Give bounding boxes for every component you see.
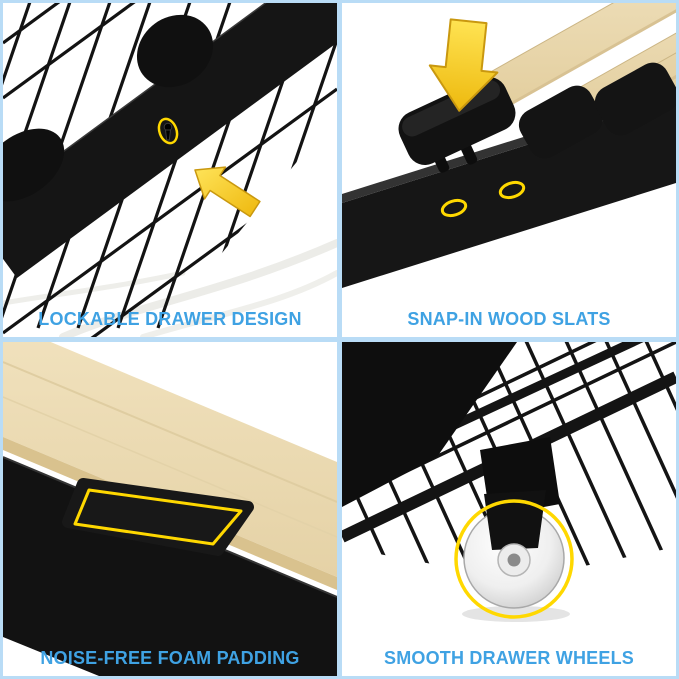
caption-drawer-wheels: SMOOTH DRAWER WHEELS — [384, 648, 634, 668]
foam-pad — [62, 478, 254, 556]
slat-end-cap — [594, 62, 676, 136]
caption-snap-in-slats: SNAP-IN WOOD SLATS — [407, 309, 611, 329]
caption-foam-padding: NOISE-FREE FOAM PADDING — [40, 648, 300, 668]
panel-lockable-drawer: LOCKABLE DRAWER DESIGN — [3, 3, 337, 337]
foam-pad-highlight — [73, 488, 243, 546]
rail-bracket — [3, 128, 65, 202]
wheel-highlight — [454, 499, 574, 619]
mattress-fabric — [3, 239, 337, 337]
slat-end-cap — [518, 85, 603, 159]
lockable-drawer-illustration — [3, 3, 337, 337]
caption-lockable-drawer: LOCKABLE DRAWER DESIGN — [38, 309, 302, 329]
rail-bracket — [136, 14, 214, 88]
snap-in-slats-illustration — [342, 3, 676, 337]
drawer-wheels-illustration — [342, 342, 676, 676]
down-arrow-icon — [428, 18, 499, 112]
peg-hole-highlight — [498, 180, 526, 200]
up-left-arrow-icon — [194, 166, 261, 218]
drawer-front-rail — [3, 3, 337, 278]
keyhole-highlight — [157, 117, 179, 145]
peg-hole-highlight — [440, 198, 468, 218]
panel-snap-in-slats: SNAP-IN WOOD SLATS — [342, 3, 676, 337]
wheel-fork — [484, 490, 546, 550]
wheel-axle — [507, 553, 521, 567]
side-rail — [342, 98, 676, 288]
panel-foam-padding: NOISE-FREE FOAM PADDING — [3, 342, 337, 676]
drawer-corner-post — [342, 342, 517, 507]
keyhole-icon — [163, 122, 173, 141]
panel-drawer-wheels: SMOOTH DRAWER WHEELS — [342, 342, 676, 676]
foam-padding-illustration — [3, 342, 337, 676]
